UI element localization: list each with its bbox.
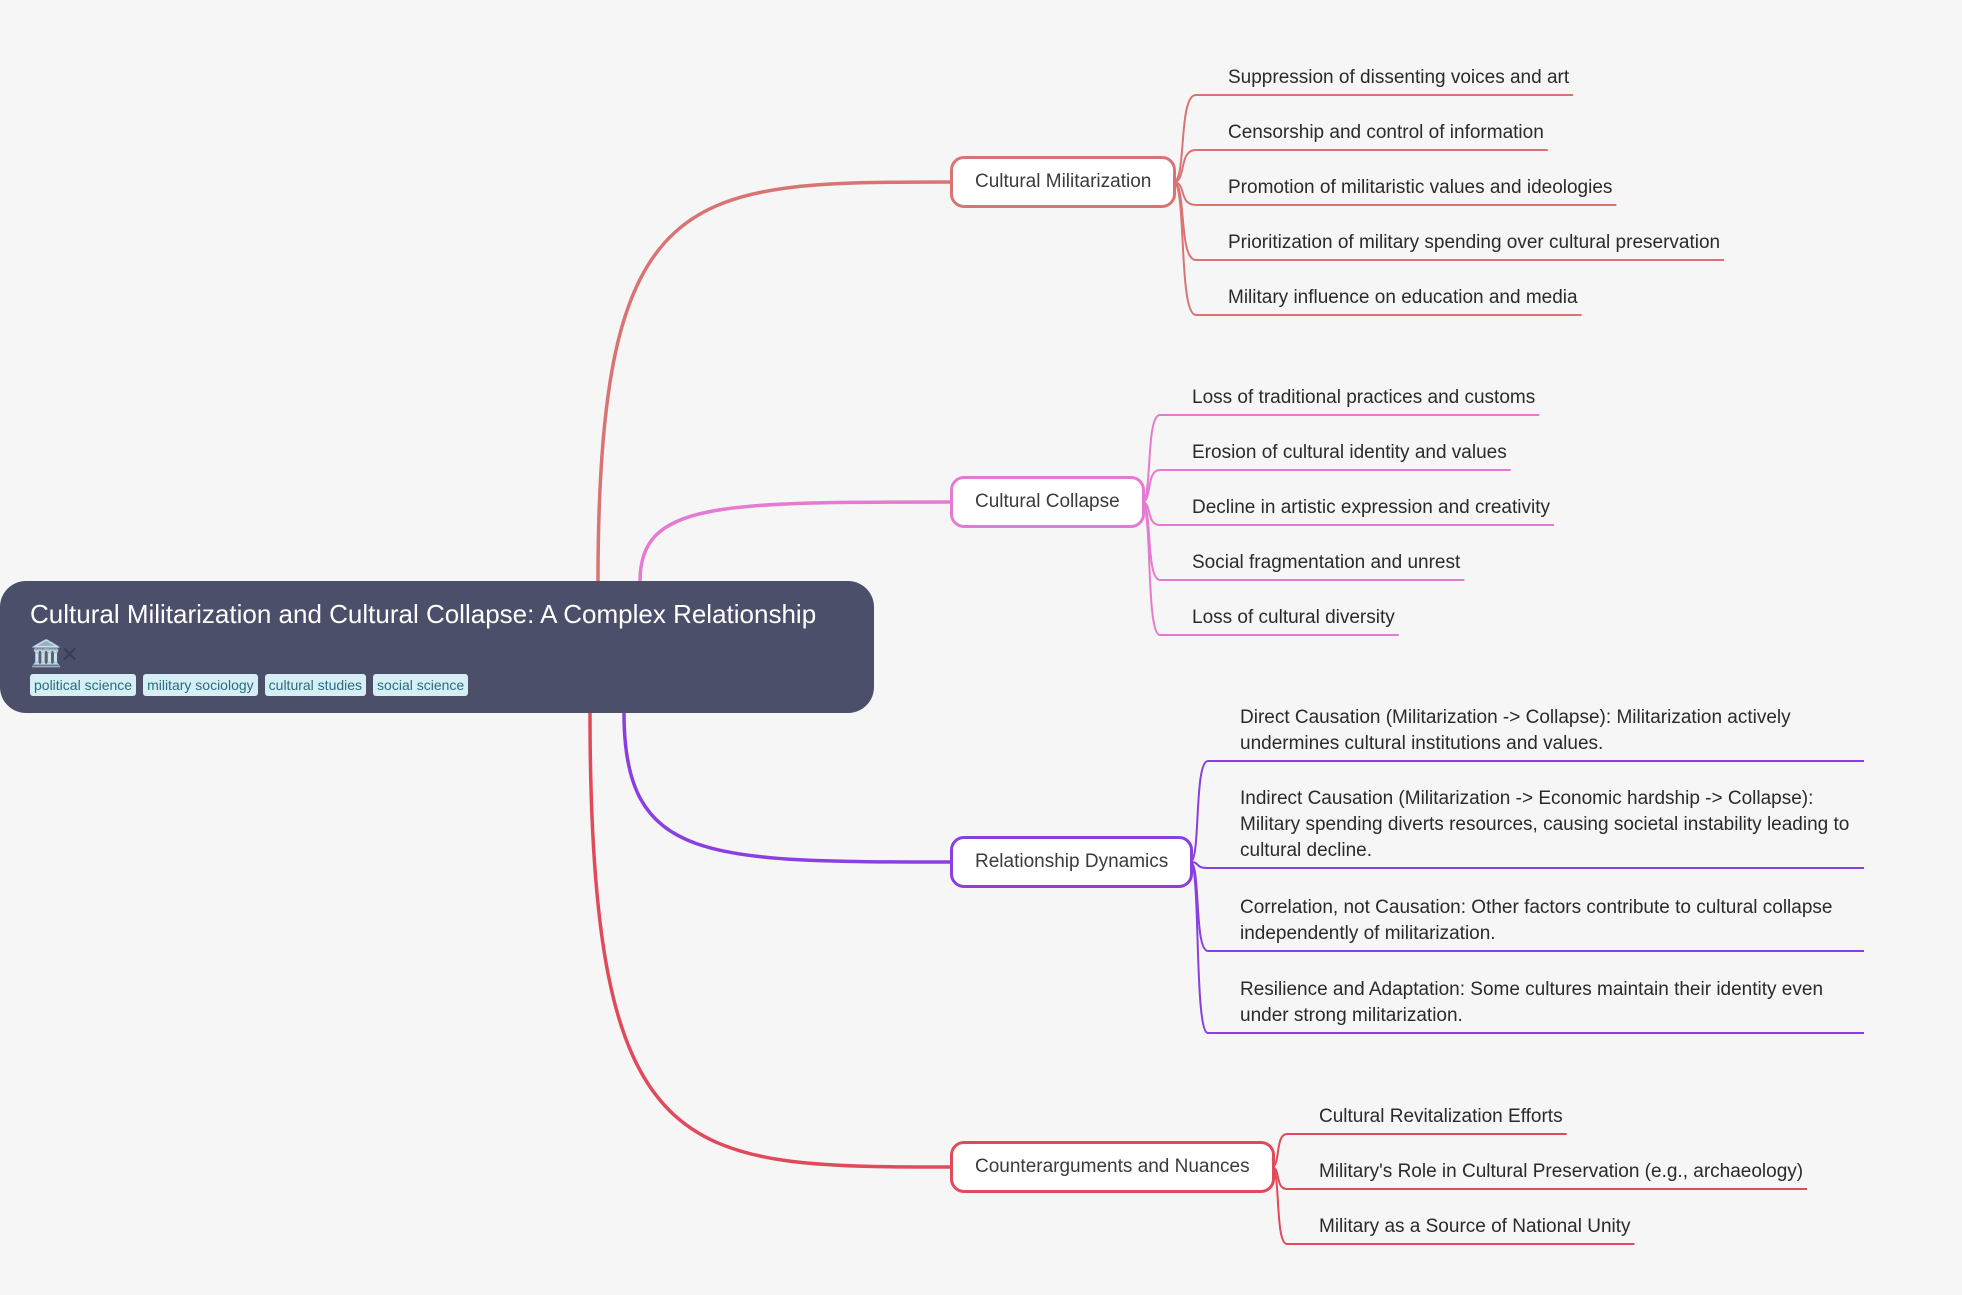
tag-list: political science military sociology cul… bbox=[30, 674, 844, 696]
leaf-militaristic-values[interactable]: Promotion of militaristic values and ide… bbox=[1228, 177, 1613, 198]
connector-branch-0-leaf-0 bbox=[1172, 94, 1574, 183]
leaf-censorship[interactable]: Censorship and control of information bbox=[1228, 122, 1544, 143]
leaf-education-media[interactable]: Military influence on education and medi… bbox=[1228, 287, 1578, 308]
leaf-military-spending[interactable]: Prioritization of military spending over… bbox=[1228, 232, 1721, 253]
close-icon[interactable]: ✕ bbox=[60, 642, 79, 667]
leaf-national-unity[interactable]: Military as a Source of National Unity bbox=[1319, 1216, 1631, 1237]
leaf-cultural-preservation[interactable]: Military's Role in Cultural Preservation… bbox=[1319, 1161, 1804, 1182]
root-node[interactable]: Cultural Militarization and Cultural Col… bbox=[0, 581, 874, 713]
branch-cultural-militarization[interactable]: Cultural Militarization bbox=[950, 156, 1177, 208]
leaf-social-fragmentation[interactable]: Social fragmentation and unrest bbox=[1192, 552, 1461, 573]
connector-branch-1-leaf-0 bbox=[1140, 414, 1540, 503]
connector-branch-2-leaf-3 bbox=[1189, 861, 1864, 1034]
connector-branch-0-leaf-1 bbox=[1173, 149, 1548, 183]
tag-military-sociology[interactable]: military sociology bbox=[143, 674, 258, 696]
connector-branch-0-leaf-4 bbox=[1172, 181, 1582, 316]
connector-branch-2-leaf-0 bbox=[1189, 760, 1864, 863]
leaf-suppression-dissent[interactable]: Suppression of dissenting voices and art bbox=[1228, 67, 1570, 88]
leaf-revitalization[interactable]: Cultural Revitalization Efforts bbox=[1319, 1106, 1563, 1127]
tag-cultural-studies[interactable]: cultural studies bbox=[264, 674, 367, 696]
connector-root-to-branch-1 bbox=[638, 500, 953, 582]
root-title: Cultural Militarization and Cultural Col… bbox=[30, 599, 817, 629]
connector-root-to-branch-2 bbox=[622, 712, 953, 864]
leaf-cultural-diversity[interactable]: Loss of cultural diversity bbox=[1192, 607, 1395, 628]
branch-cultural-collapse[interactable]: Cultural Collapse bbox=[950, 476, 1145, 528]
leaf-artistic-expression[interactable]: Decline in artistic expression and creat… bbox=[1192, 497, 1550, 518]
classical-building-icon: 🏛️ bbox=[30, 638, 63, 668]
leaf-cultural-identity[interactable]: Erosion of cultural identity and values bbox=[1192, 442, 1507, 463]
connector-root-to-branch-0 bbox=[596, 180, 953, 582]
branch-relationship-dynamics[interactable]: Relationship Dynamics bbox=[950, 836, 1194, 888]
connector-root-to-branch-3 bbox=[588, 712, 953, 1169]
connector-branch-1-leaf-4 bbox=[1140, 501, 1399, 636]
leaf-resilience[interactable]: Resilience and Adaptation: Some cultures… bbox=[1240, 979, 1824, 1026]
branch-counterarguments[interactable]: Counterarguments and Nuances bbox=[950, 1141, 1275, 1193]
root-icons: 🏛️✕ bbox=[30, 633, 844, 673]
tag-political-science[interactable]: political science bbox=[30, 674, 137, 696]
leaf-indirect-causation[interactable]: Indirect Causation (Militarization -> Ec… bbox=[1240, 788, 1850, 861]
leaf-correlation[interactable]: Correlation, not Causation: Other factor… bbox=[1240, 897, 1833, 944]
tag-social-science[interactable]: social science bbox=[373, 674, 469, 696]
leaf-traditional-practices[interactable]: Loss of traditional practices and custom… bbox=[1192, 387, 1536, 408]
leaf-direct-causation[interactable]: Direct Causation (Militarization -> Coll… bbox=[1240, 707, 1791, 754]
